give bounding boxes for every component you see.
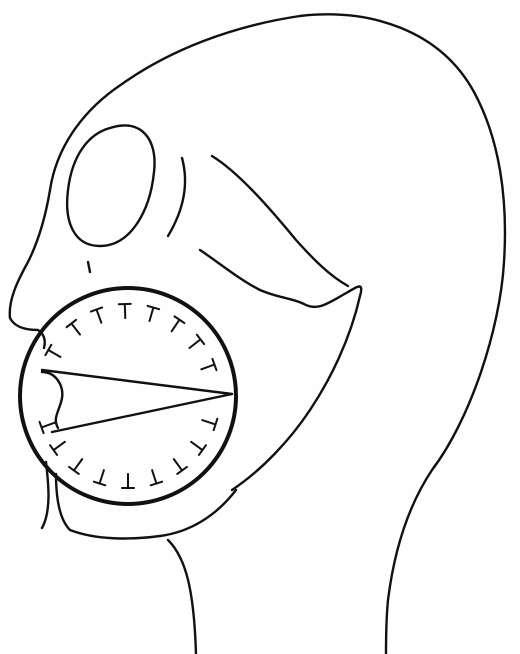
tooth-stem [54, 442, 65, 450]
tooth-stem [189, 339, 200, 348]
tooth-stem [149, 308, 153, 321]
jaw-line [200, 250, 361, 490]
mouth-notch [42, 372, 62, 428]
tooth-bar [177, 467, 187, 474]
tooth-bar [174, 316, 184, 323]
tooth-stem [97, 310, 102, 323]
tooth-stem [152, 470, 156, 483]
mouth-line-lower [52, 394, 232, 432]
tooth-stem [74, 459, 82, 470]
tooth-stem [71, 324, 80, 335]
tooth-bar [50, 445, 57, 455]
small-mark [88, 262, 90, 272]
tooth-stem [174, 459, 182, 470]
face-line-upper [212, 156, 348, 286]
chin-line [56, 474, 236, 538]
mouth-circle-icon [20, 288, 236, 504]
tooth-bar [67, 320, 76, 327]
mouth-line-upper [42, 370, 232, 394]
eye-icon [67, 125, 154, 246]
tooth-bar [45, 345, 51, 355]
head-outline-icon [10, 14, 505, 654]
tooth-stem [172, 320, 180, 332]
tooth-stem [48, 350, 60, 357]
tooth-bar [197, 335, 204, 344]
tooth-stem [42, 423, 55, 428]
tooth-stem [191, 442, 202, 450]
lower-lip [42, 462, 49, 528]
tooth-stem [201, 365, 214, 370]
neck-front [168, 540, 196, 654]
tooth-bar [69, 467, 79, 474]
tooth-bar [199, 445, 206, 455]
cheek-line [168, 158, 185, 236]
tooth-stem [100, 470, 104, 483]
teeth-icon [39, 304, 217, 488]
tooth-stem [202, 420, 215, 424]
